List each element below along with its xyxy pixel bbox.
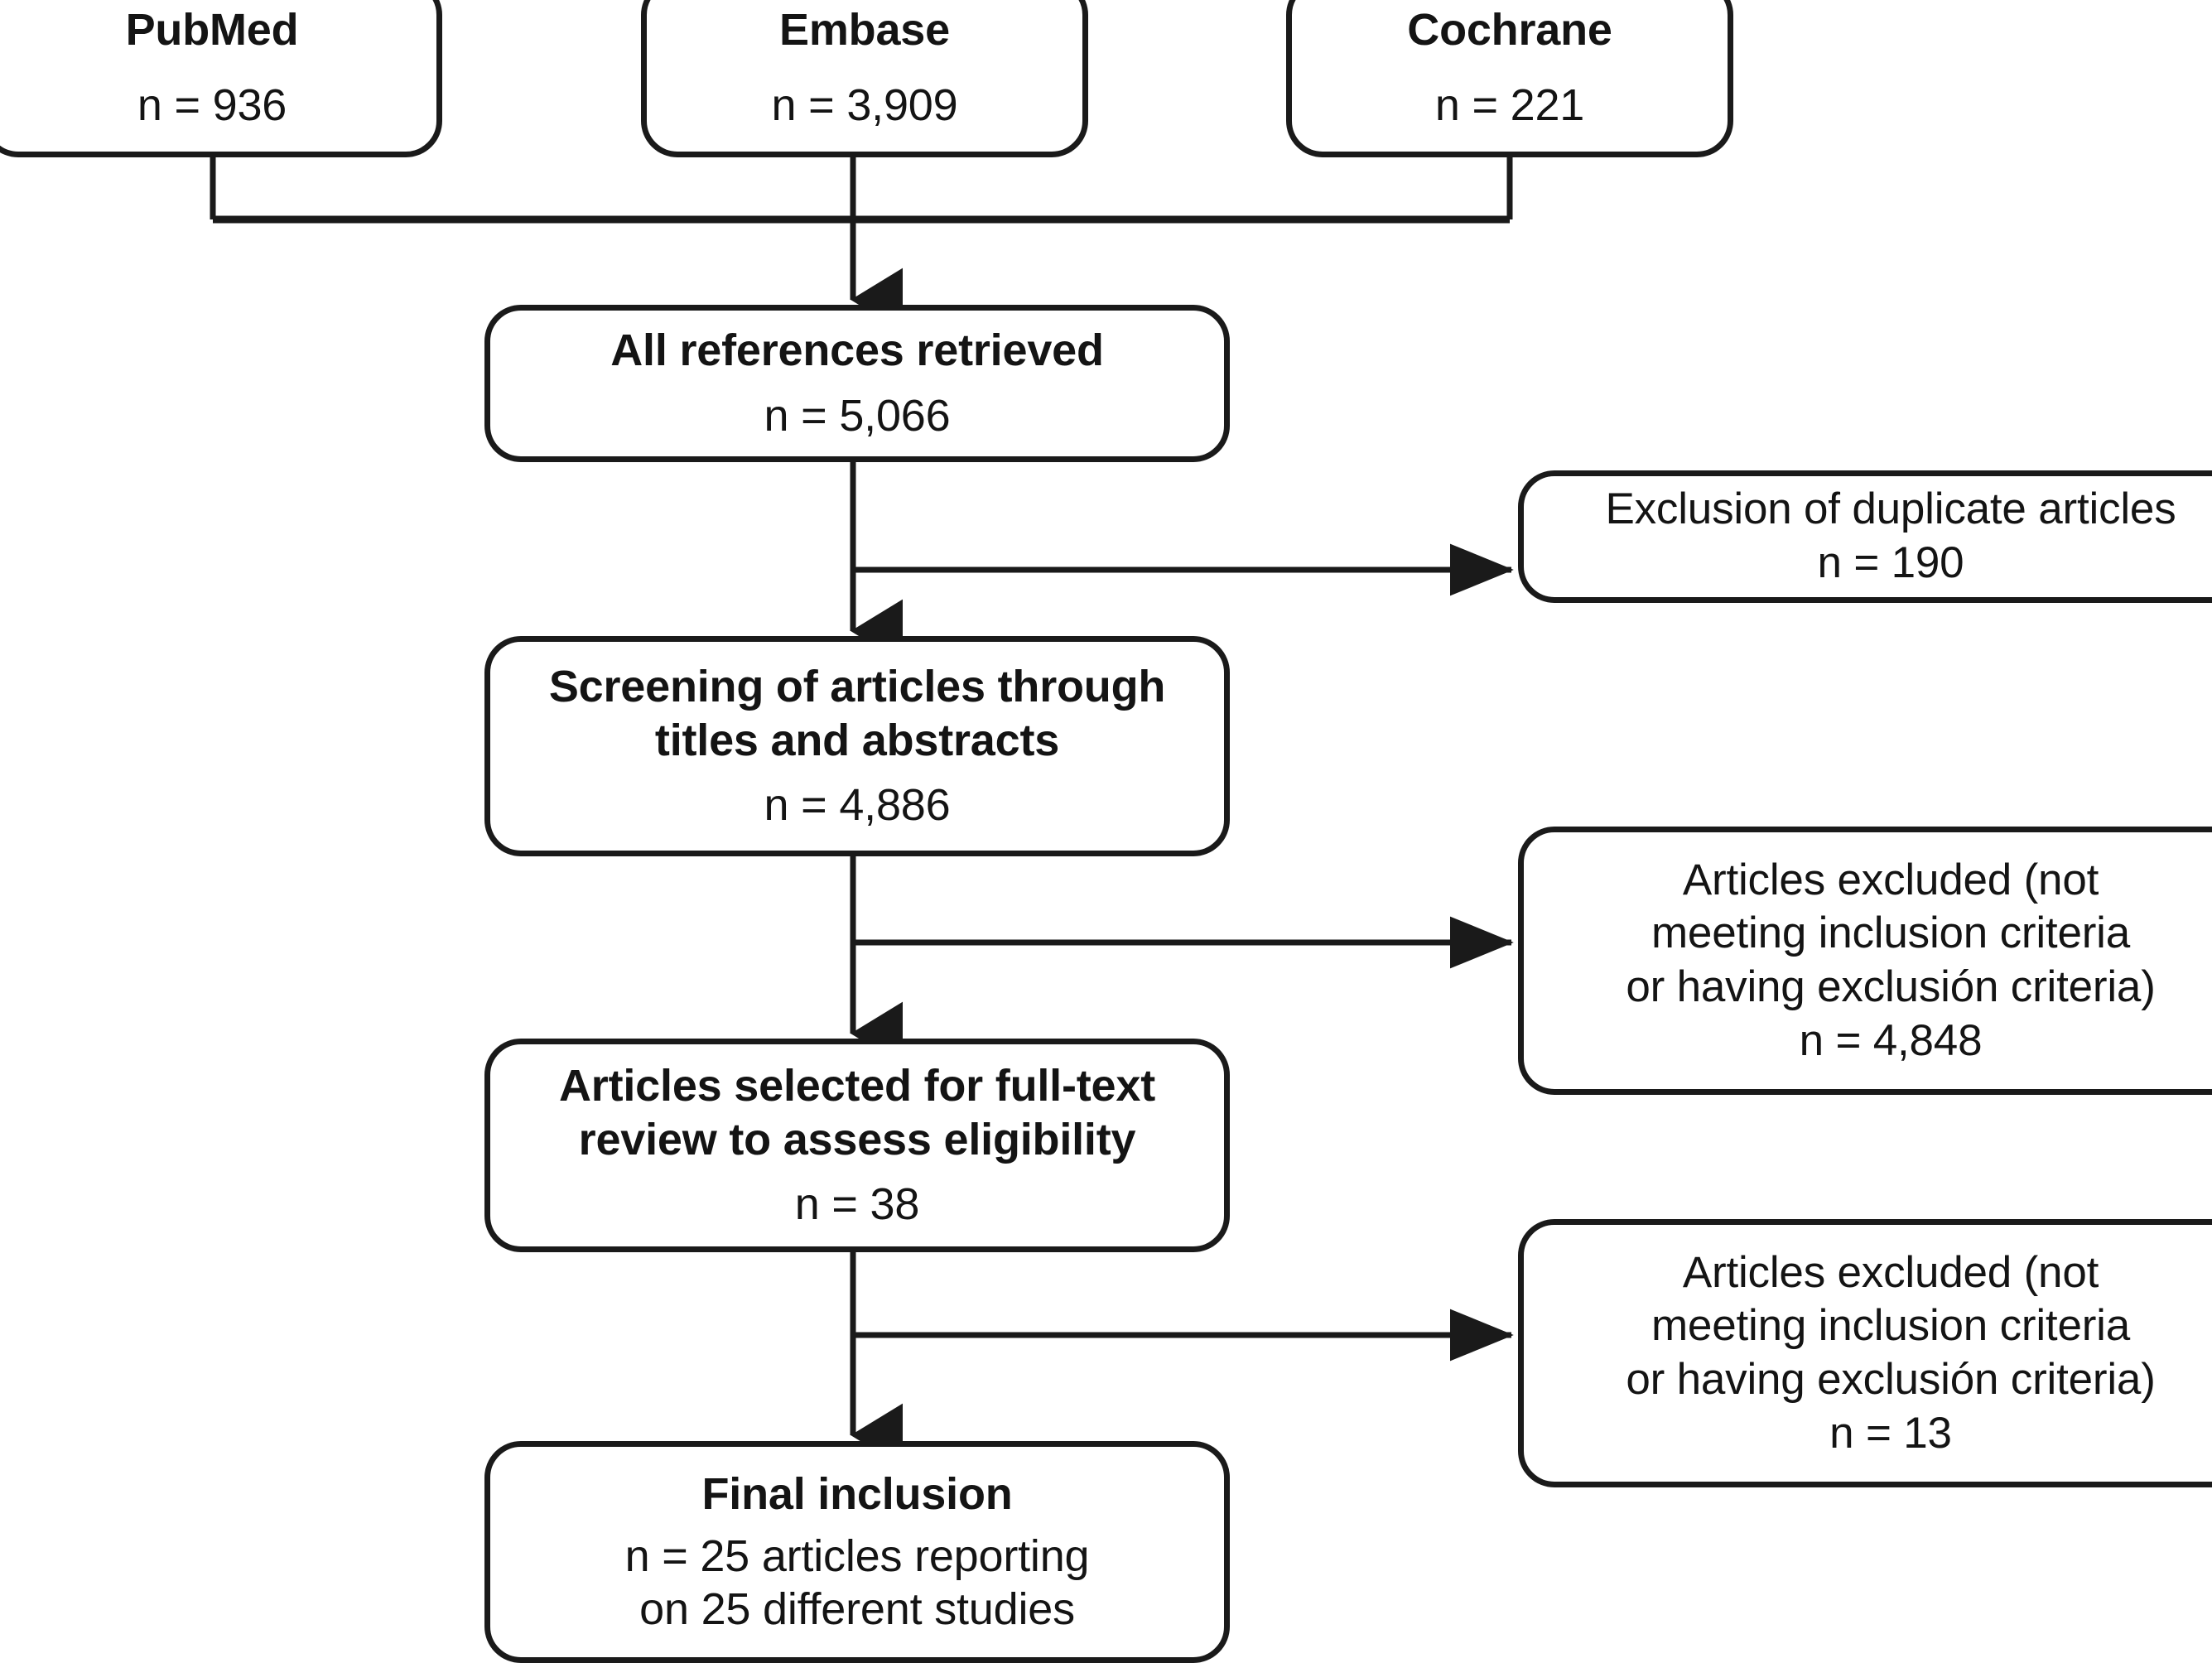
source-label-pubmed: PubMed <box>125 5 299 55</box>
duplicates-count: n = 190 <box>1817 538 1964 587</box>
source-count-cochrane: n = 221 <box>1434 80 1585 130</box>
excluded-fulltext-line-2: meeting inclusion criteria <box>1651 1301 2131 1351</box>
source-label-cochrane: Cochrane <box>1407 5 1612 55</box>
source-label-embase: Embase <box>779 5 950 55</box>
source-count-pubmed: n = 936 <box>137 80 287 130</box>
excluded-screening-count: n = 4,848 <box>1799 1015 1983 1065</box>
excluded-fulltext-line-3: or having exclusión criteria) <box>1626 1355 2156 1404</box>
main-box-screening[interactable]: Screening of articles through titles and… <box>484 636 1230 856</box>
main-box-final-inclusion[interactable]: Final inclusion n = 25 articles reportin… <box>484 1441 1230 1663</box>
excluded-fulltext-count: n = 13 <box>1829 1408 1952 1458</box>
screening-count: n = 4,886 <box>764 780 951 831</box>
source-count-embase: n = 3,909 <box>771 80 958 130</box>
screening-title-line-2: titles and abstracts <box>654 715 1060 765</box>
full-text-count: n = 38 <box>794 1179 920 1230</box>
screening-title-line-1: Screening of articles through <box>548 661 1166 711</box>
full-text-title-line-1: Articles selected for full-text <box>558 1060 1155 1111</box>
final-inclusion-title: Final inclusion <box>701 1468 1013 1519</box>
excluded-screening-line-1: Articles excluded (not <box>1682 855 2099 904</box>
source-box-cochrane[interactable]: Cochrane n = 221 <box>1286 0 1733 157</box>
final-inclusion-line-2: on 25 different studies <box>639 1584 1075 1635</box>
exclusion-box-fulltext[interactable]: Articles excluded (not meeting inclusion… <box>1518 1219 2212 1487</box>
excluded-screening-line-3: or having exclusión criteria) <box>1626 962 2156 1011</box>
exclusion-box-screening[interactable]: Articles excluded (not meeting inclusion… <box>1518 827 2212 1095</box>
full-text-title-line-2: review to assess eligibility <box>578 1114 1136 1164</box>
final-inclusion-line-1: n = 25 articles reporting <box>624 1530 1090 1581</box>
excluded-screening-line-2: meeting inclusion criteria <box>1651 909 2131 958</box>
duplicates-text: Exclusion of duplicate articles <box>1605 484 2176 534</box>
all-references-title: All references retrieved <box>610 325 1104 376</box>
source-box-pubmed[interactable]: PubMed n = 936 <box>0 0 442 157</box>
exclusion-box-duplicates[interactable]: Exclusion of duplicate articles n = 190 <box>1518 470 2212 603</box>
excluded-fulltext-line-1: Articles excluded (not <box>1682 1247 2099 1297</box>
source-box-embase[interactable]: Embase n = 3,909 <box>641 0 1088 157</box>
all-references-count: n = 5,066 <box>764 391 951 441</box>
main-box-full-text-review[interactable]: Articles selected for full-text review t… <box>484 1039 1230 1252</box>
main-box-all-references[interactable]: All references retrieved n = 5,066 <box>484 305 1230 462</box>
